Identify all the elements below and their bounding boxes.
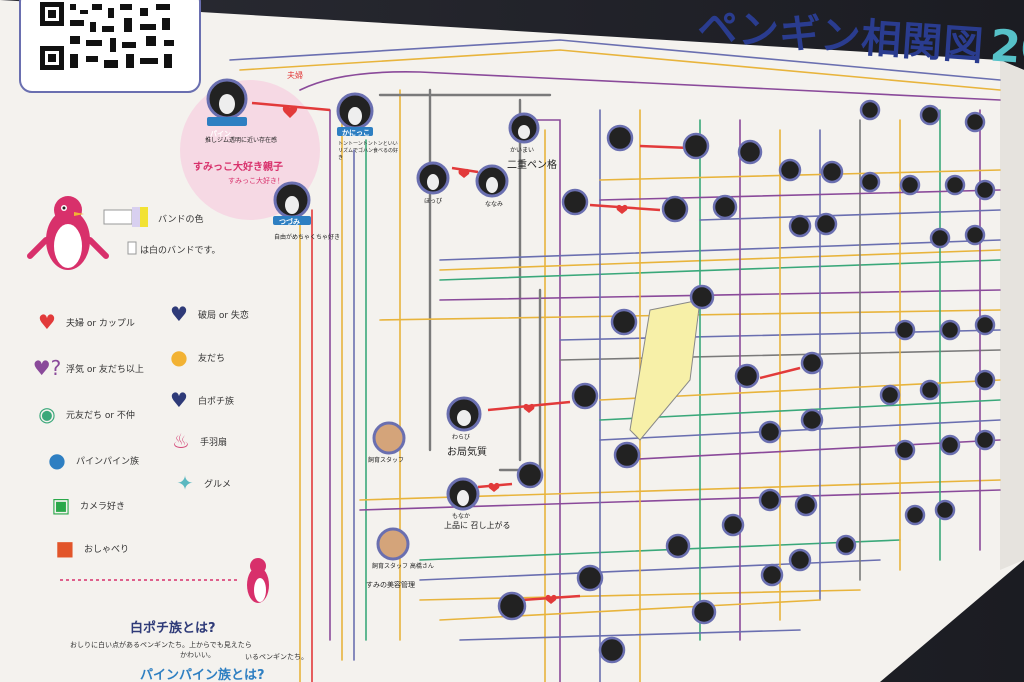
node-name-kanikko: かにっこ (342, 129, 370, 137)
sumikko-sub: すみっこ大好き！ (228, 177, 284, 185)
node-name-staff1: 飼育スタッフ (368, 457, 405, 464)
node-kaimai (508, 112, 540, 144)
node-staff1 (372, 421, 406, 455)
legend-white-spot: ♥ 白ポチ族 (168, 388, 235, 412)
title-year: 2026 (988, 20, 1024, 80)
legend-pine: ● パインパイン族 (46, 448, 140, 472)
legend-label: 友だち (198, 353, 226, 364)
sumikko-label: すみっこ大好き親子 (193, 162, 283, 173)
band-color-label: バンドの色 (158, 215, 204, 225)
white-spot-desc2: かわいい。 (180, 651, 215, 659)
node-name-nanami: ななみ (485, 201, 504, 208)
legend-label: カメラ好き (80, 501, 126, 512)
node-name-monaka: もなか (452, 513, 471, 520)
couple-label: 夫婦 (287, 71, 303, 80)
legend-camera: ▣ カメラ好き (50, 493, 126, 517)
legend-shrimp: ♨ 手羽扇 (170, 429, 228, 453)
white-spot-title: 白ポチ族とは? (130, 621, 216, 636)
legend-chat: ■ おしゃべり (54, 536, 130, 560)
node-monaka (446, 477, 480, 511)
node-misc (497, 99, 996, 664)
small-penguin (247, 558, 269, 603)
legend-label: 白ポチ族 (198, 396, 235, 407)
legend-label: 元友だち or 不仲 (66, 410, 135, 421)
penguin-nodes (206, 78, 996, 664)
legend-label: グルメ (204, 479, 232, 490)
legend-label: 夫婦 or カップル (66, 318, 135, 329)
qr-code (40, 2, 174, 70)
node-warabi (446, 396, 482, 432)
heart-icon: ♥ (38, 310, 56, 334)
node-name-pine: パイン (210, 130, 231, 138)
camera-icon: ▣ (51, 493, 71, 517)
node-name-hoppi: ほっぴ (424, 198, 443, 205)
node-name-kaimai: かいまい (510, 147, 535, 154)
node-desc-staff2: すみの美容管理 (366, 581, 415, 589)
node-name-tsuzumi: つづみ (279, 218, 300, 226)
node-hoppi (416, 161, 450, 195)
legend-label: パインパイン族 (76, 456, 140, 467)
broken-heart-icon: ♥ (170, 302, 188, 326)
node-kanikko (336, 92, 374, 136)
ex-friend-icon: ◉ (38, 402, 56, 426)
pine-title: パインパイン族とは? (140, 668, 265, 682)
legend-ex-friend: ◉ 元友だち or 不仲 (36, 402, 135, 426)
white-spot-icon: ♥ (170, 388, 188, 412)
legend-gourmet: ✦ グルメ (174, 471, 232, 495)
node-desc-pine: 推しジム透明に近い存在感 (205, 137, 278, 144)
friend-penguin-icon: ● (170, 345, 188, 369)
legend-label: 破局 or 失恋 (198, 310, 249, 321)
node-desc-tsuzumi: 自由がめちゃくちゃ好き (274, 234, 341, 241)
qr-code-panel (19, 0, 201, 93)
legend-affair: ♥? 浮気 or 友だち以上 (32, 356, 144, 380)
node-desc-monaka: 上品に 召し上がる (444, 521, 511, 530)
node-desc-warabi: お局気質 (447, 447, 487, 458)
node-desc-kaimai: 二重ペン格 (507, 160, 557, 171)
legend-couple: ♥ 夫婦 or カップル (36, 310, 135, 334)
legend-breakup: ♥ 破局 or 失恋 (168, 302, 249, 326)
fish-icon: ✦ (176, 471, 194, 495)
legend-label: おしゃべり (84, 544, 130, 555)
node-name-staff2: 飼育スタッフ 高橋さん (372, 563, 434, 570)
legend-label: 浮気 or 友だち以上 (66, 364, 144, 375)
couple-hearts (282, 105, 628, 604)
mascot-penguin (27, 196, 148, 270)
node-name-warabi: わらび (452, 434, 471, 441)
node-nanami (475, 164, 509, 198)
node-staff2 (376, 527, 410, 561)
purple-heart-question-icon: ♥? (32, 356, 62, 380)
pine-icon: ● (48, 448, 66, 472)
legend-label: 手羽扇 (200, 437, 228, 448)
white-spot-desc: おしりに白い点があるペンギンたち。上からでも見えたら (70, 641, 252, 649)
node-desc-kanikko: トントーントントンといいリズムでゴハン食べるの好き (338, 141, 399, 161)
relation-lines (229, 39, 1001, 682)
pine-desc: いるペンギンたち。 (245, 653, 308, 661)
legend-friend: ● 友だち (168, 345, 226, 369)
shrimp-icon: ♨ (172, 429, 190, 453)
band-white-label: は白のバンドです。 (140, 246, 221, 256)
node-pine (206, 78, 248, 126)
chat-icon: ■ (55, 536, 75, 560)
node-tsuzumi (273, 181, 311, 225)
